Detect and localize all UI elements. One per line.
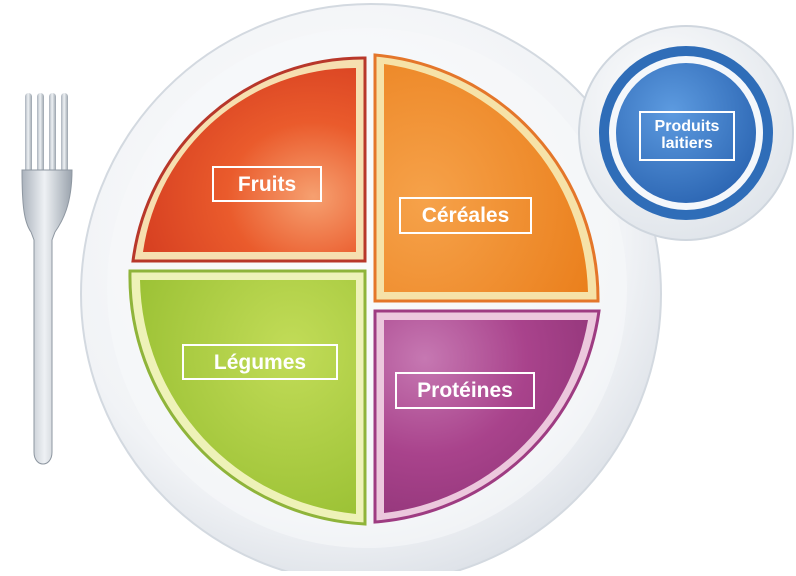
- fruits-label: Fruits: [212, 166, 322, 202]
- proteines-section: [373, 309, 601, 524]
- dairy-cup: [578, 25, 794, 241]
- fruits-section: [131, 56, 367, 263]
- cereales-label: Céréales: [399, 197, 532, 234]
- legumes-label: Légumes: [182, 344, 338, 380]
- fork-tine: [37, 93, 44, 183]
- proteines-label: Protéines: [395, 372, 535, 409]
- fork-tine: [49, 93, 56, 183]
- fork-handle: [21, 169, 73, 465]
- dairy-label: Produits laitiers: [639, 111, 735, 161]
- fork-tine: [25, 93, 32, 183]
- legumes-section: [128, 269, 367, 526]
- dairy-label-line1: Produits: [654, 118, 720, 136]
- fork-tine: [61, 93, 68, 183]
- fork-icon: [21, 93, 73, 465]
- cereales-section: [373, 53, 600, 303]
- dairy-label-line2: laitiers: [661, 135, 713, 152]
